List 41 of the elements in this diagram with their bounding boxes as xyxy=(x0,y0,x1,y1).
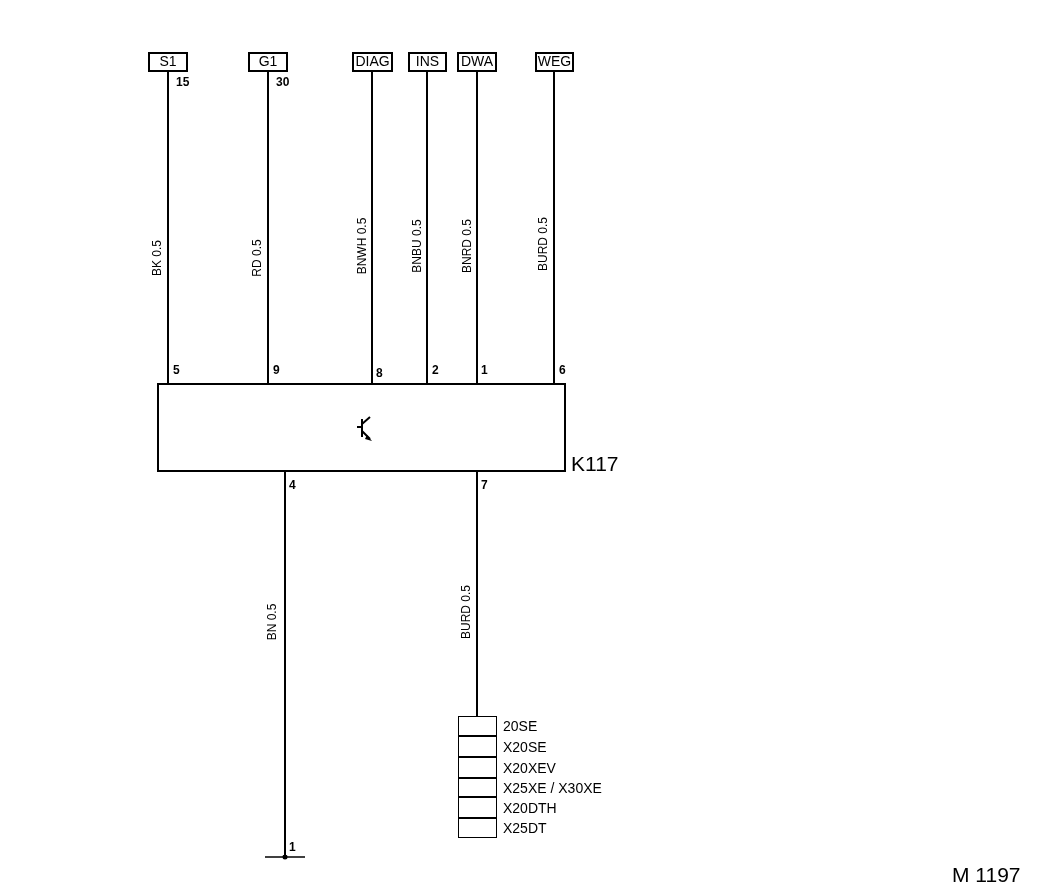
variant-label: X20SE xyxy=(503,738,547,755)
pin-number: 9 xyxy=(273,364,280,377)
wire xyxy=(167,71,169,384)
connector-tag: INS xyxy=(408,52,447,72)
variant-label: X20DTH xyxy=(503,799,557,816)
variant-label: 20SE xyxy=(503,718,538,734)
wire xyxy=(267,71,269,384)
connector-tag: G1 xyxy=(248,52,288,72)
wire xyxy=(476,471,478,717)
pin-number: 4 xyxy=(289,479,296,492)
wire-label: BK 0.5 xyxy=(150,239,164,277)
pin-number: 2 xyxy=(432,364,439,377)
pin-number: 1 xyxy=(481,364,488,377)
wire-label: BNWH 0.5 xyxy=(355,216,369,276)
pin-number: 5 xyxy=(173,364,180,377)
wire-label: BNBU 0.5 xyxy=(410,218,424,274)
wire-label: RD 0.5 xyxy=(250,238,264,278)
wire xyxy=(426,71,428,384)
wire-label: BNRD 0.5 xyxy=(460,218,474,274)
wire xyxy=(284,471,286,856)
wire xyxy=(553,71,555,384)
terminal-number: 30 xyxy=(276,76,290,89)
variant-label: X20XEV xyxy=(503,759,556,776)
connector-tag: DIAG xyxy=(352,52,393,72)
wire-label: BN 0.5 xyxy=(265,602,279,642)
connector-tag: S1 xyxy=(148,52,188,72)
wire xyxy=(476,71,478,384)
pin-number: 7 xyxy=(481,479,488,492)
reference-number: M 1197 xyxy=(952,864,1021,886)
connector-tag: WEG xyxy=(535,52,574,72)
wire xyxy=(371,71,373,384)
terminal-number: 1 xyxy=(289,841,296,854)
variant-label: X25DT xyxy=(503,820,547,836)
component-code: K117 xyxy=(571,453,619,475)
pin-number: 6 xyxy=(559,364,566,377)
wire-label: BURD 0.5 xyxy=(459,584,473,640)
terminal-number: 15 xyxy=(176,76,190,89)
wire-label: BURD 0.5 xyxy=(536,216,550,272)
variant-label: X25XE / X30XE xyxy=(503,779,602,796)
pin-number: 8 xyxy=(376,367,383,380)
connector-tag: DWA xyxy=(457,52,497,72)
